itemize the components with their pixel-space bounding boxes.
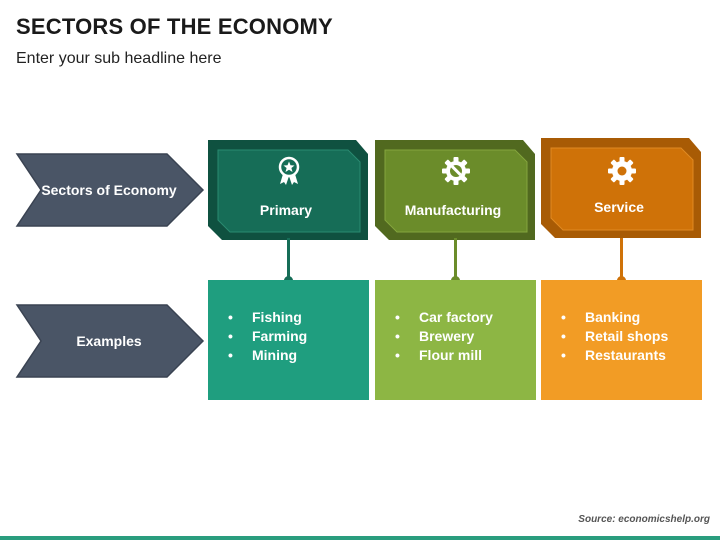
gear-icon bbox=[608, 157, 636, 185]
row-arrow-shape bbox=[15, 304, 205, 378]
list-item: Brewery bbox=[395, 327, 536, 346]
list-item: Mining bbox=[228, 346, 369, 365]
examples-box-primary: Fishing Farming Mining bbox=[208, 280, 369, 400]
sector-name: Service bbox=[594, 199, 644, 215]
examples-list: Fishing Farming Mining bbox=[228, 308, 369, 365]
gear-wrench-icon bbox=[442, 157, 470, 185]
card-shape bbox=[375, 140, 535, 240]
card-shape bbox=[541, 138, 701, 238]
sector-card-manufacturing: Manufacturing bbox=[375, 140, 537, 240]
row-arrow-shape bbox=[15, 153, 205, 227]
list-item: Flour mill bbox=[395, 346, 536, 365]
row-label-examples: Examples bbox=[15, 303, 205, 379]
sector-card-primary: Primary bbox=[208, 140, 370, 240]
list-item: Farming bbox=[228, 327, 369, 346]
connector-line bbox=[454, 238, 457, 280]
row-label-sectors: Sectors of Economy bbox=[15, 152, 205, 228]
connector-line bbox=[287, 238, 290, 280]
connector-line bbox=[620, 238, 623, 280]
examples-box-service: Banking Retail shops Restaurants bbox=[541, 280, 702, 400]
examples-box-manufacturing: Car factory Brewery Flour mill bbox=[375, 280, 536, 400]
source-credit: Source: economicshelp.org bbox=[578, 514, 710, 525]
list-item: Restaurants bbox=[561, 346, 702, 365]
sector-name: Manufacturing bbox=[404, 202, 502, 218]
list-item: Retail shops bbox=[561, 327, 702, 346]
examples-list: Banking Retail shops Restaurants bbox=[561, 308, 702, 365]
row-label-sectors-text: Sectors of Economy bbox=[41, 181, 177, 198]
list-item: Banking bbox=[561, 308, 702, 327]
award-ribbon-icon bbox=[278, 156, 300, 185]
card-shape bbox=[208, 140, 368, 240]
row-label-examples-text: Examples bbox=[76, 332, 142, 349]
page-title: SECTORS OF THE ECONOMY bbox=[16, 14, 333, 39]
page-subtitle: Enter your sub headline here bbox=[16, 50, 222, 67]
sector-card-service: Service bbox=[541, 138, 703, 238]
list-item: Car factory bbox=[395, 308, 536, 327]
sector-name: Primary bbox=[259, 202, 313, 218]
footer-divider bbox=[0, 536, 720, 540]
examples-list: Car factory Brewery Flour mill bbox=[395, 308, 536, 365]
list-item: Fishing bbox=[228, 308, 369, 327]
